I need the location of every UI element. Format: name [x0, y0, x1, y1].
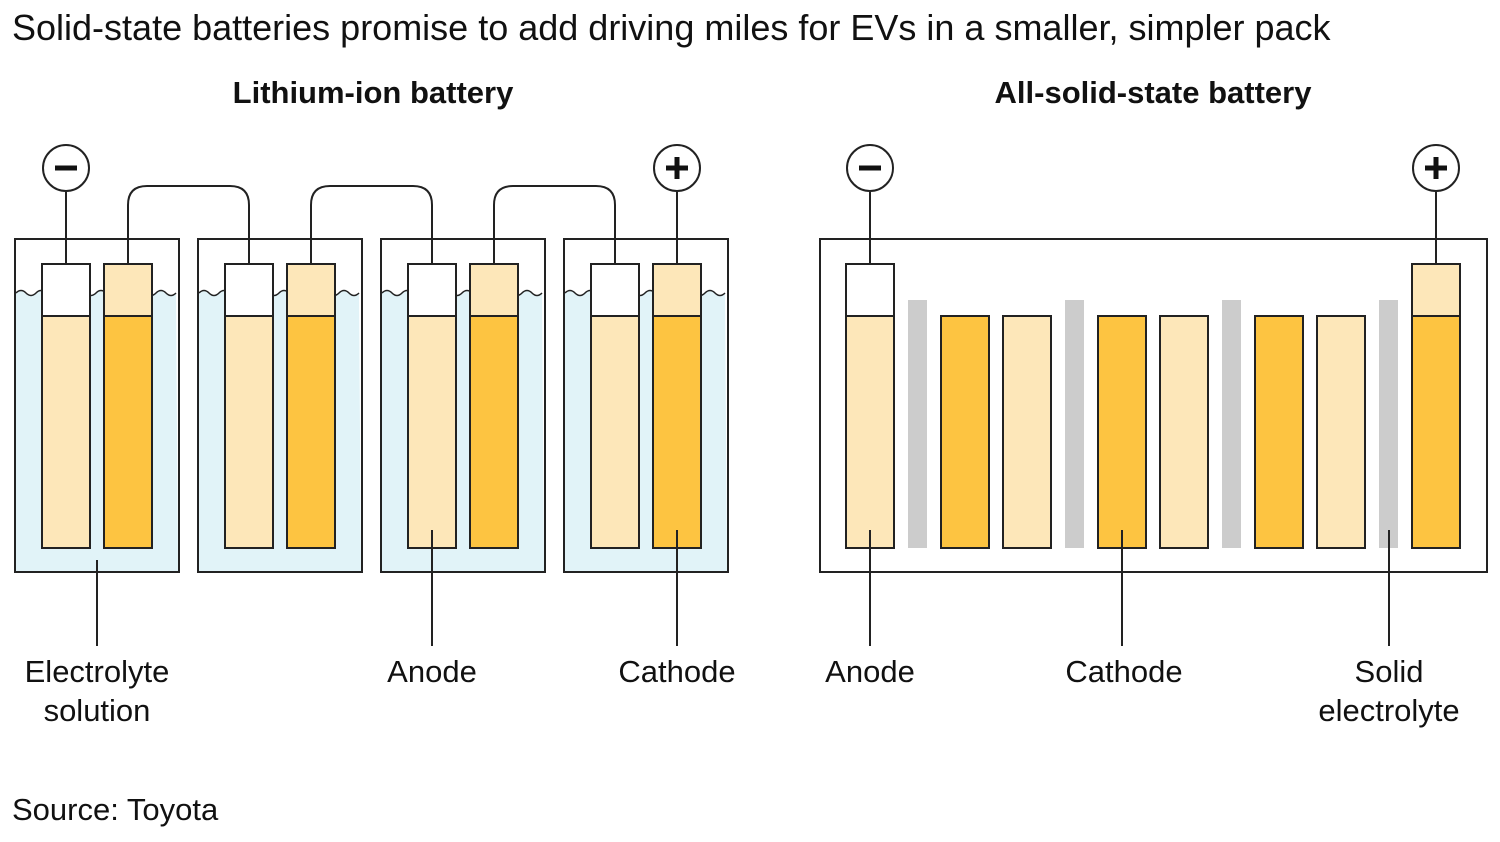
solid-positive-terminal-icon [1412, 144, 1460, 192]
solid-state-heading: All-solid-state battery [995, 75, 1313, 110]
lithium-ion-diagram: Lithium-ion battery [14, 75, 736, 728]
li-ion-anode [224, 315, 274, 549]
li-ion-electrolyte-solution [382, 290, 544, 571]
li-ion-cathode-tab [469, 263, 519, 317]
li-ion-series-wire-2 [310, 185, 433, 264]
li-ion-anode [41, 315, 91, 549]
li-ion-negative-terminal-icon [42, 144, 90, 192]
li-ion-cathode-label: Cathode [618, 654, 735, 689]
solid-state-case [819, 238, 1488, 573]
li-ion-anode [407, 315, 457, 549]
li-ion-cathode-tab [652, 263, 702, 317]
solid-electrolyte-layer [1065, 300, 1084, 548]
solid-electrolyte-label-line2: electrolyte [1318, 693, 1459, 728]
solid-anode-label: Anode [825, 654, 915, 689]
li-ion-anode-tab [590, 263, 640, 317]
solid-cathode [940, 315, 990, 549]
li-ion-series-wire-1 [127, 185, 250, 264]
li-ion-cell-2 [197, 238, 363, 573]
li-ion-series-wire-3 [493, 185, 616, 264]
li-ion-electrolyte-solution [16, 290, 178, 571]
lithium-ion-heading: Lithium-ion battery [233, 75, 514, 110]
solid-negative-terminal-icon [846, 144, 894, 192]
li-ion-cathode [652, 315, 702, 549]
li-ion-anode-tab [224, 263, 274, 317]
solid-cathode-label: Cathode [1065, 654, 1182, 689]
solid-anode [1002, 315, 1052, 549]
li-ion-anode-label: Anode [387, 654, 477, 689]
solid-anode-tab [845, 263, 895, 317]
electrolyte-label-line1: Electrolyte [25, 654, 170, 689]
li-ion-anode-tab [407, 263, 457, 317]
solid-electrolyte-layer [1222, 300, 1241, 548]
solid-anode [1316, 315, 1366, 549]
li-ion-electrolyte-solution [199, 290, 361, 571]
electrolyte-label-line2: solution [44, 693, 151, 728]
solid-cathode [1097, 315, 1147, 549]
li-ion-cathode [103, 315, 153, 549]
li-ion-electrolyte-solution [565, 290, 727, 571]
li-ion-cell-4 [563, 238, 729, 573]
li-ion-cathode [286, 315, 336, 549]
li-ion-cell-3 [380, 238, 546, 573]
li-ion-cathode-tab [286, 263, 336, 317]
chart-title: Solid-state batteries promise to add dri… [12, 7, 1332, 48]
solid-cathode-tab [1411, 263, 1461, 317]
solid-electrolyte-label-line1: Solid [1355, 654, 1424, 689]
solid-cathode [1254, 315, 1304, 549]
li-ion-cell-1 [14, 238, 180, 573]
solid-state-diagram: All-solid-state battery [819, 75, 1488, 728]
solid-cathode [1411, 315, 1461, 549]
li-ion-cathode-tab [103, 263, 153, 317]
solid-anode [845, 315, 895, 549]
solid-electrolyte-layer [908, 300, 927, 548]
li-ion-anode [590, 315, 640, 549]
source-note: Source: Toyota [12, 792, 219, 827]
li-ion-cathode [469, 315, 519, 549]
li-ion-anode-tab [41, 263, 91, 317]
solid-anode [1159, 315, 1209, 549]
li-ion-positive-terminal-icon [653, 144, 701, 192]
solid-electrolyte-layer [1379, 300, 1398, 548]
